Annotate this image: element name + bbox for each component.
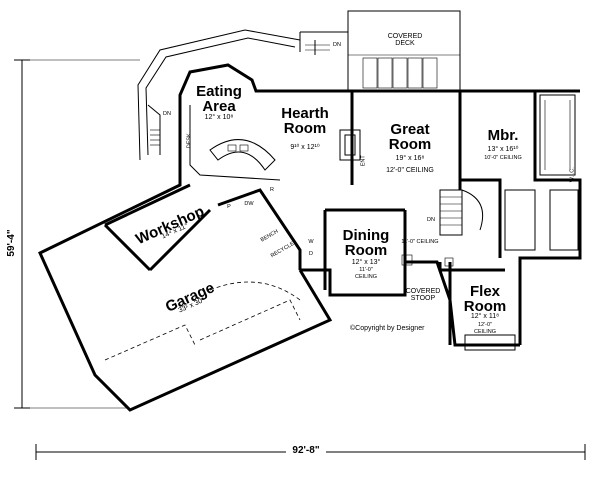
great-room-name-line1: Great	[390, 121, 430, 138]
covered-stoop-label-line2: STOOP	[410, 295, 436, 302]
overall-width-label: 92'-8"	[286, 446, 326, 456]
dishwasher-label: DW	[244, 201, 254, 207]
eating-area-name-line2: Area	[202, 98, 236, 115]
main-stair	[439, 189, 484, 236]
covered-deck-label-line1: COVERED	[387, 33, 423, 40]
covered-deck	[299, 10, 461, 92]
master-bedroom-ceiling: 10'-0" CEILING	[484, 155, 522, 161]
dining-room-dims: 12° x 13°	[351, 259, 381, 266]
dining-room-ceiling-line2: CEILING	[354, 274, 377, 280]
wic-label: W.I.C.	[569, 167, 576, 183]
ent-label: ENT	[360, 155, 367, 167]
washer-label: W	[308, 239, 314, 245]
dining-room-ceiling-line1: 11'-0"	[359, 267, 373, 273]
garage-doors	[104, 281, 301, 361]
kitchen-counters	[189, 105, 281, 181]
dn-label-top: DN	[333, 42, 341, 48]
great-room-name-line2: Room	[388, 136, 432, 153]
master-bedroom-name: Mbr.	[487, 127, 519, 144]
eating-area-name-line1: Eating	[196, 83, 242, 100]
flex-room-name-line2: Room	[463, 298, 507, 315]
refrigerator-label: R	[270, 187, 274, 193]
dn-label-left: DN	[163, 111, 171, 117]
flex-room-bay	[401, 254, 516, 351]
interior-walls	[103, 91, 579, 345]
flex-room-ceiling-line1: 12'-0"	[477, 322, 492, 328]
covered-stoop-label: COVERED STOOP	[398, 288, 448, 302]
rear-deck-railing	[137, 29, 330, 161]
covered-stoop-label-line1: COVERED	[405, 288, 441, 295]
covered-deck-label-line2: DECK	[395, 40, 415, 47]
dryer-label: D	[309, 251, 313, 257]
covered-deck-label: COVERED DECK	[375, 33, 435, 47]
hearth-room-dims: 9¹⁰ x 12¹⁰	[290, 144, 320, 151]
pantry-label: P	[227, 204, 231, 210]
overall-depth-label: 59'-4"	[6, 223, 17, 263]
hearth-room-name: Hearth Room	[270, 106, 340, 136]
dn-label-stair: DN	[427, 217, 435, 223]
great-room-name: Great Room	[380, 122, 440, 152]
hearth-room-name-line1: Hearth	[281, 105, 329, 122]
great-room-dims: 19° x 16⁸	[395, 155, 425, 162]
dining-room-name-line1: Dining	[342, 227, 390, 244]
flex-room-dims: 12° x 11⁸	[470, 313, 500, 320]
master-bedroom-dims: 13° x 16¹⁰	[487, 146, 519, 153]
eating-area-name: Eating Area	[189, 84, 249, 114]
hearth-room-name-line2: Room	[283, 120, 327, 137]
flex-room-name-line1: Flex	[469, 283, 500, 300]
copyright-notice: ©Copyright by Designer	[350, 325, 425, 332]
eating-area-dims: 12° x 10⁸	[204, 114, 234, 121]
fireplace	[339, 129, 361, 161]
great-room-ceiling: 12'-0" CEILING	[386, 167, 434, 174]
foyer-ceiling-label: 11'-0" CEILING	[401, 239, 439, 245]
dining-room-name: Dining Room	[336, 228, 396, 258]
dining-room-name-line2: Room	[344, 242, 388, 259]
flex-room-name: Flex Room	[455, 284, 515, 314]
desk-label: DESK	[186, 133, 193, 149]
flex-room-ceiling-line2: CEILING	[473, 329, 496, 335]
